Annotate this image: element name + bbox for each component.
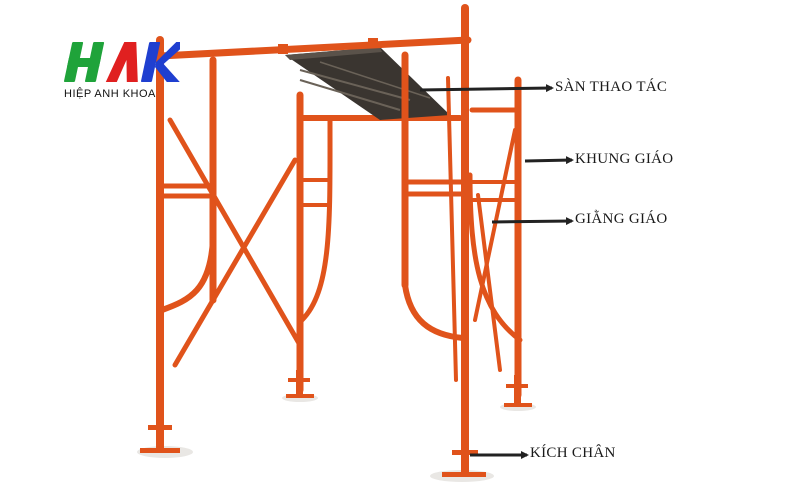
front-right-frame [401, 4, 469, 469]
arrow-platform [419, 84, 554, 93]
label-scaffold-frame: KHUNG GIÁO [575, 151, 674, 167]
label-screw-jack: KÍCH CHÂN [530, 445, 616, 461]
hak-logo [63, 42, 180, 82]
label-cross-brace: GIẰNG GIÁO [575, 211, 668, 227]
screw-jack-front-left [140, 410, 180, 453]
arrow-brace [491, 217, 574, 226]
arrow-frame [524, 156, 574, 165]
screw-jack-back-right [504, 375, 532, 407]
screw-jacks [140, 370, 532, 477]
screw-jack-back-left [286, 370, 314, 398]
callout-arrows [419, 84, 574, 459]
label-work-platform: SÀN THAO TÁC [555, 79, 668, 95]
back-right-frame [467, 76, 523, 399]
front-left-frame [156, 36, 472, 434]
work-platform [278, 38, 450, 120]
logo-mark-icon [63, 42, 180, 82]
back-left-frame [296, 91, 463, 394]
brand-name: HIỆP ANH KHOA [64, 88, 156, 100]
ground-shadows [137, 394, 536, 482]
screw-jack-front-right [442, 440, 486, 477]
